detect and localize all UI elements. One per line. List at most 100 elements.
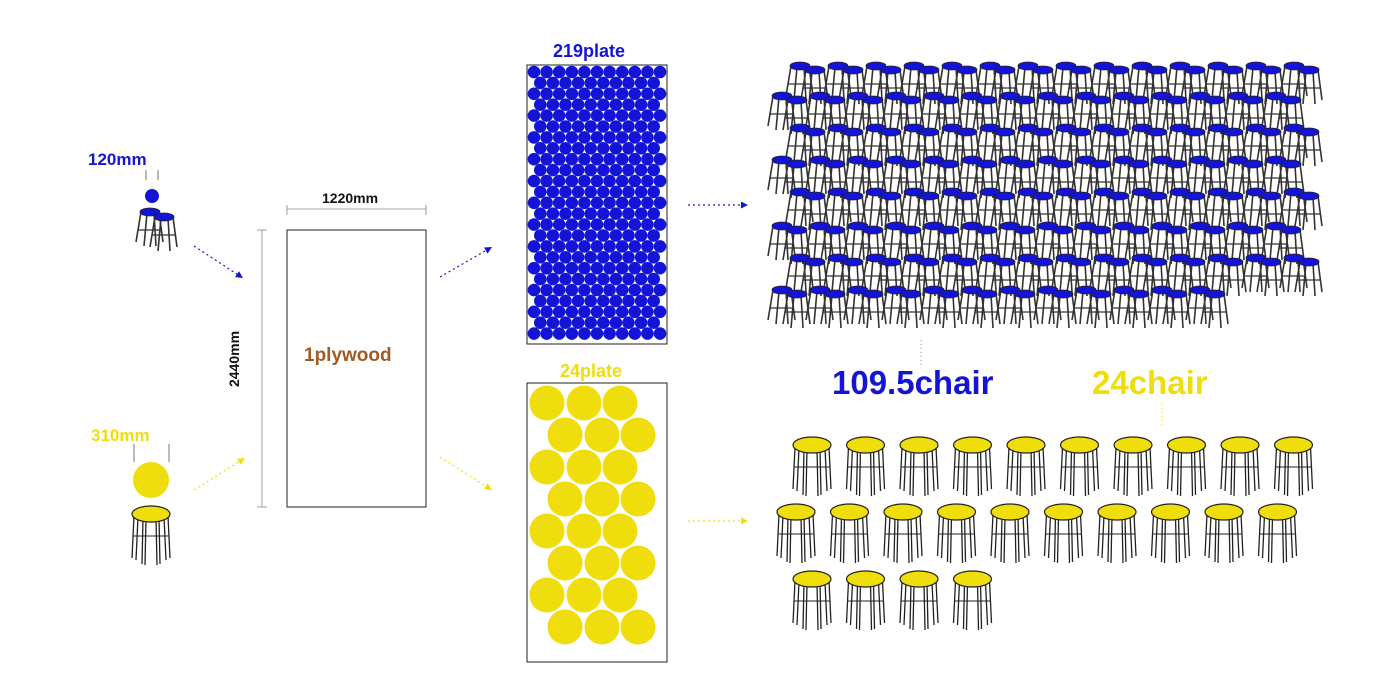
small-plate-disc — [540, 131, 553, 144]
small-plate-disc — [584, 76, 597, 90]
plywood-count-label: 1plywood — [304, 345, 392, 366]
large-chair — [1257, 503, 1298, 564]
large-plate-disc — [566, 449, 602, 485]
small-plate-disc — [552, 283, 566, 297]
small-chair-pair — [882, 286, 924, 328]
small-plate-disc — [578, 261, 591, 275]
small-plate-disc — [540, 152, 553, 166]
small-plate-disc — [578, 174, 591, 188]
small-plate-disc — [571, 142, 585, 155]
large-plate-disc — [602, 385, 638, 421]
arrow-plywood-to-small-plate — [439, 246, 493, 278]
small-plate-disc — [628, 196, 642, 210]
small-plate-disc — [634, 316, 648, 330]
large-chair — [845, 570, 886, 631]
small-plate-disc — [597, 316, 610, 330]
small-plate-disc — [622, 76, 635, 90]
small-plate-disc — [540, 109, 553, 122]
small-plate-disc — [634, 272, 648, 286]
small-plate-disc — [540, 65, 553, 79]
large-chair-count-label: 24chair — [1092, 364, 1208, 401]
small-plate-disc — [590, 283, 604, 297]
small-plate-disc — [653, 261, 667, 275]
small-plate-disc — [641, 174, 654, 188]
small-plate-disc — [622, 185, 635, 199]
small-plate-disc — [578, 65, 591, 79]
small-plate-disc — [565, 87, 579, 101]
plywood-group — [257, 205, 427, 508]
small-plate-disc — [540, 87, 553, 101]
small-plate-disc — [597, 207, 610, 220]
small-plate-disc — [590, 218, 604, 231]
small-plate-disc — [584, 98, 597, 111]
arrow-plywood-to-large-plate — [439, 456, 493, 491]
small-plate-disc — [552, 261, 566, 275]
small-plate-disc — [534, 120, 547, 133]
small-plate-disc — [622, 142, 635, 155]
small-plate-disc — [527, 174, 541, 188]
small-plate-disc — [559, 207, 572, 220]
small-plate-disc — [540, 261, 553, 275]
small-plate-disc — [634, 76, 648, 90]
small-plate-disc — [584, 142, 597, 155]
small-plate-disc — [578, 131, 591, 144]
small-plate-disc — [534, 250, 547, 264]
small-plate-disc — [647, 272, 660, 286]
small-plate-disc — [534, 294, 547, 308]
small-chair-pair — [958, 286, 1000, 328]
small-plate-disc — [647, 294, 660, 308]
small-plate-disc — [552, 152, 566, 166]
small-plate-disc — [597, 294, 610, 308]
small-plate-disc — [597, 272, 610, 286]
small-plate-disc — [647, 207, 660, 220]
small-plate-disc — [634, 163, 648, 177]
small-plate-disc — [622, 120, 635, 133]
small-plate-disc — [584, 316, 597, 330]
small-plate-disc — [647, 250, 660, 264]
small-plate-disc — [534, 142, 547, 155]
small-chair-pair — [996, 286, 1038, 328]
small-plate-disc — [571, 120, 585, 133]
plywood-width-label: 1220mm — [322, 190, 379, 206]
large-chair — [1273, 436, 1314, 497]
small-plate-disc — [622, 294, 635, 308]
small-plate-disc — [527, 327, 541, 340]
small-plate-disc — [628, 305, 642, 319]
small-plate-disc — [571, 294, 585, 308]
small-plate-disc — [597, 229, 610, 242]
small-plate-disc — [603, 109, 616, 122]
small-plate-disc — [565, 283, 579, 297]
large-chair — [952, 436, 993, 497]
small-chair-pair — [844, 286, 886, 328]
small-plate-disc — [628, 218, 642, 231]
small-plate-disc — [565, 196, 579, 210]
large-chair — [1150, 503, 1191, 564]
small-plate-disc — [590, 261, 604, 275]
small-plate-disc — [641, 152, 654, 166]
small-plate-disc — [571, 76, 585, 90]
small-plate-disc — [534, 163, 547, 177]
small-plate-disc — [565, 327, 579, 340]
small-plate-disc — [603, 65, 616, 79]
small-plate-disc — [609, 207, 623, 220]
small-plate-disc — [527, 261, 541, 275]
large-chair — [829, 503, 870, 564]
small-plate-disc — [647, 163, 660, 177]
large-chair — [1204, 503, 1244, 564]
small-plate-disc — [527, 283, 541, 297]
small-plate-disc — [534, 316, 547, 330]
small-plate-disc — [534, 185, 547, 199]
small-plate-disc — [527, 65, 541, 79]
large-plate-disc — [620, 609, 656, 645]
small-plate-disc — [622, 229, 635, 242]
large-chair — [776, 503, 816, 564]
small-plate-disc — [634, 98, 648, 111]
small-plate-disc — [584, 229, 597, 242]
small-chair-pair — [1148, 286, 1190, 328]
small-plate-disc — [641, 283, 654, 297]
plywood-height-label: 2440mm — [226, 330, 243, 388]
small-plate-disc — [584, 272, 597, 286]
small-plate-disc — [615, 196, 629, 210]
small-plate-disc — [641, 131, 654, 144]
